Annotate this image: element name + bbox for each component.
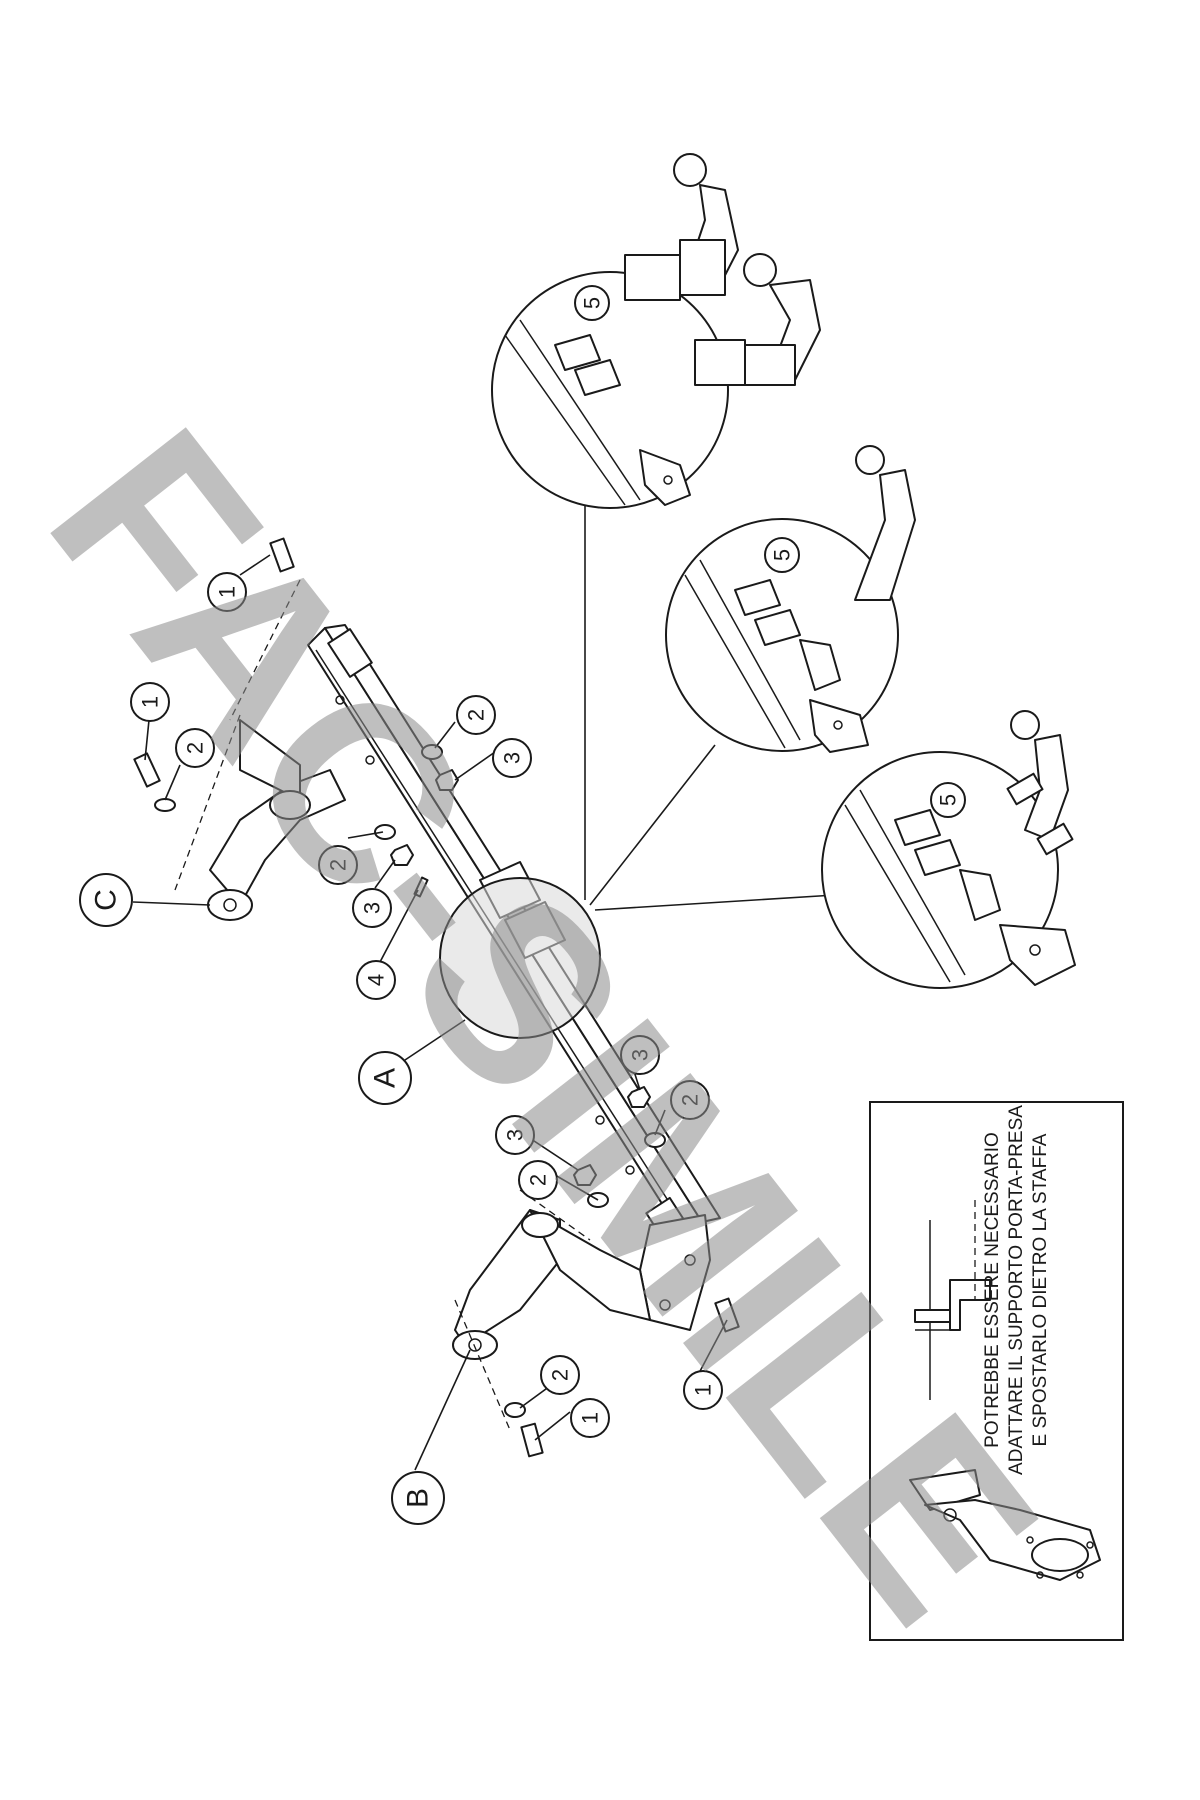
callout-3-lower: 3 — [495, 1115, 535, 1155]
detail-view-1 — [491, 153, 821, 509]
callout-5-detail-1: 5 — [574, 285, 610, 321]
callout-2-mid: 2 — [318, 845, 358, 885]
callout-2-c: 2 — [175, 728, 215, 768]
svg-text:5: 5 — [770, 549, 795, 561]
svg-text:3: 3 — [360, 902, 385, 914]
svg-text:2: 2 — [183, 742, 208, 754]
callout-3-upper: 3 — [492, 738, 532, 778]
note-line-2: ADATTARE IL SUPPORTO PORTA-PRESA — [1006, 1105, 1027, 1475]
svg-text:2: 2 — [526, 1174, 551, 1186]
note-box — [869, 1101, 1124, 1641]
callout-2-b: 2 — [540, 1355, 580, 1395]
bracket-b — [452, 1189, 651, 1431]
note-text: POTREBBE ESSERE NECESSARIO ADATTARE IL S… — [982, 1105, 1051, 1475]
callout-a: A — [358, 1051, 412, 1105]
svg-text:2: 2 — [548, 1369, 573, 1381]
callout-4: 4 — [356, 960, 396, 1000]
callout-2-lower-right: 2 — [670, 1080, 710, 1120]
svg-text:1: 1 — [691, 1384, 716, 1396]
note-line-3: E SPOSTARLO DIETRO LA STAFFA — [1030, 1133, 1051, 1446]
callout-1-b: 1 — [570, 1398, 610, 1438]
callout-3-lower-right: 3 — [620, 1035, 660, 1075]
svg-text:2: 2 — [326, 859, 351, 871]
callout-1-lower-right: 1 — [683, 1370, 723, 1410]
svg-text:C: C — [90, 889, 123, 911]
callout-2-upper: 2 — [456, 695, 496, 735]
svg-text:2: 2 — [464, 709, 489, 721]
callout-3-mid: 3 — [352, 888, 392, 928]
watermark: FAC-SIMILE — [0, 381, 1090, 1669]
svg-text:3: 3 — [628, 1049, 653, 1061]
svg-text:1: 1 — [215, 586, 240, 598]
svg-text:B: B — [402, 1488, 435, 1508]
svg-text:3: 3 — [503, 1129, 528, 1141]
callout-leaders — [132, 554, 728, 1471]
svg-text:A: A — [369, 1068, 402, 1088]
callout-2-lower: 2 — [518, 1160, 558, 1200]
detail-view-3 — [821, 710, 1076, 989]
bracket-c — [174, 579, 346, 921]
callout-5-detail-2: 5 — [764, 537, 800, 573]
svg-text:3: 3 — [500, 752, 525, 764]
svg-text:5: 5 — [580, 297, 605, 309]
svg-text:1: 1 — [578, 1412, 603, 1424]
callout-1-c: 1 — [130, 682, 170, 722]
svg-text:2: 2 — [678, 1094, 703, 1106]
leader-detail-3 — [594, 894, 836, 911]
callout-5-detail-3: 5 — [930, 782, 966, 818]
detail-focus-circle — [439, 877, 601, 1039]
callout-c: C — [79, 873, 133, 927]
fasteners — [133, 537, 740, 1458]
svg-text:5: 5 — [936, 794, 961, 806]
leader-detail-2 — [589, 744, 716, 906]
svg-text:1: 1 — [138, 696, 163, 708]
detail-view-2 — [665, 445, 916, 753]
svg-text:4: 4 — [364, 974, 389, 986]
note-line-1: POTREBBE ESSERE NECESSARIO — [982, 1132, 1003, 1448]
callout-1-top: 1 — [207, 572, 247, 612]
callout-b: B — [391, 1471, 445, 1525]
